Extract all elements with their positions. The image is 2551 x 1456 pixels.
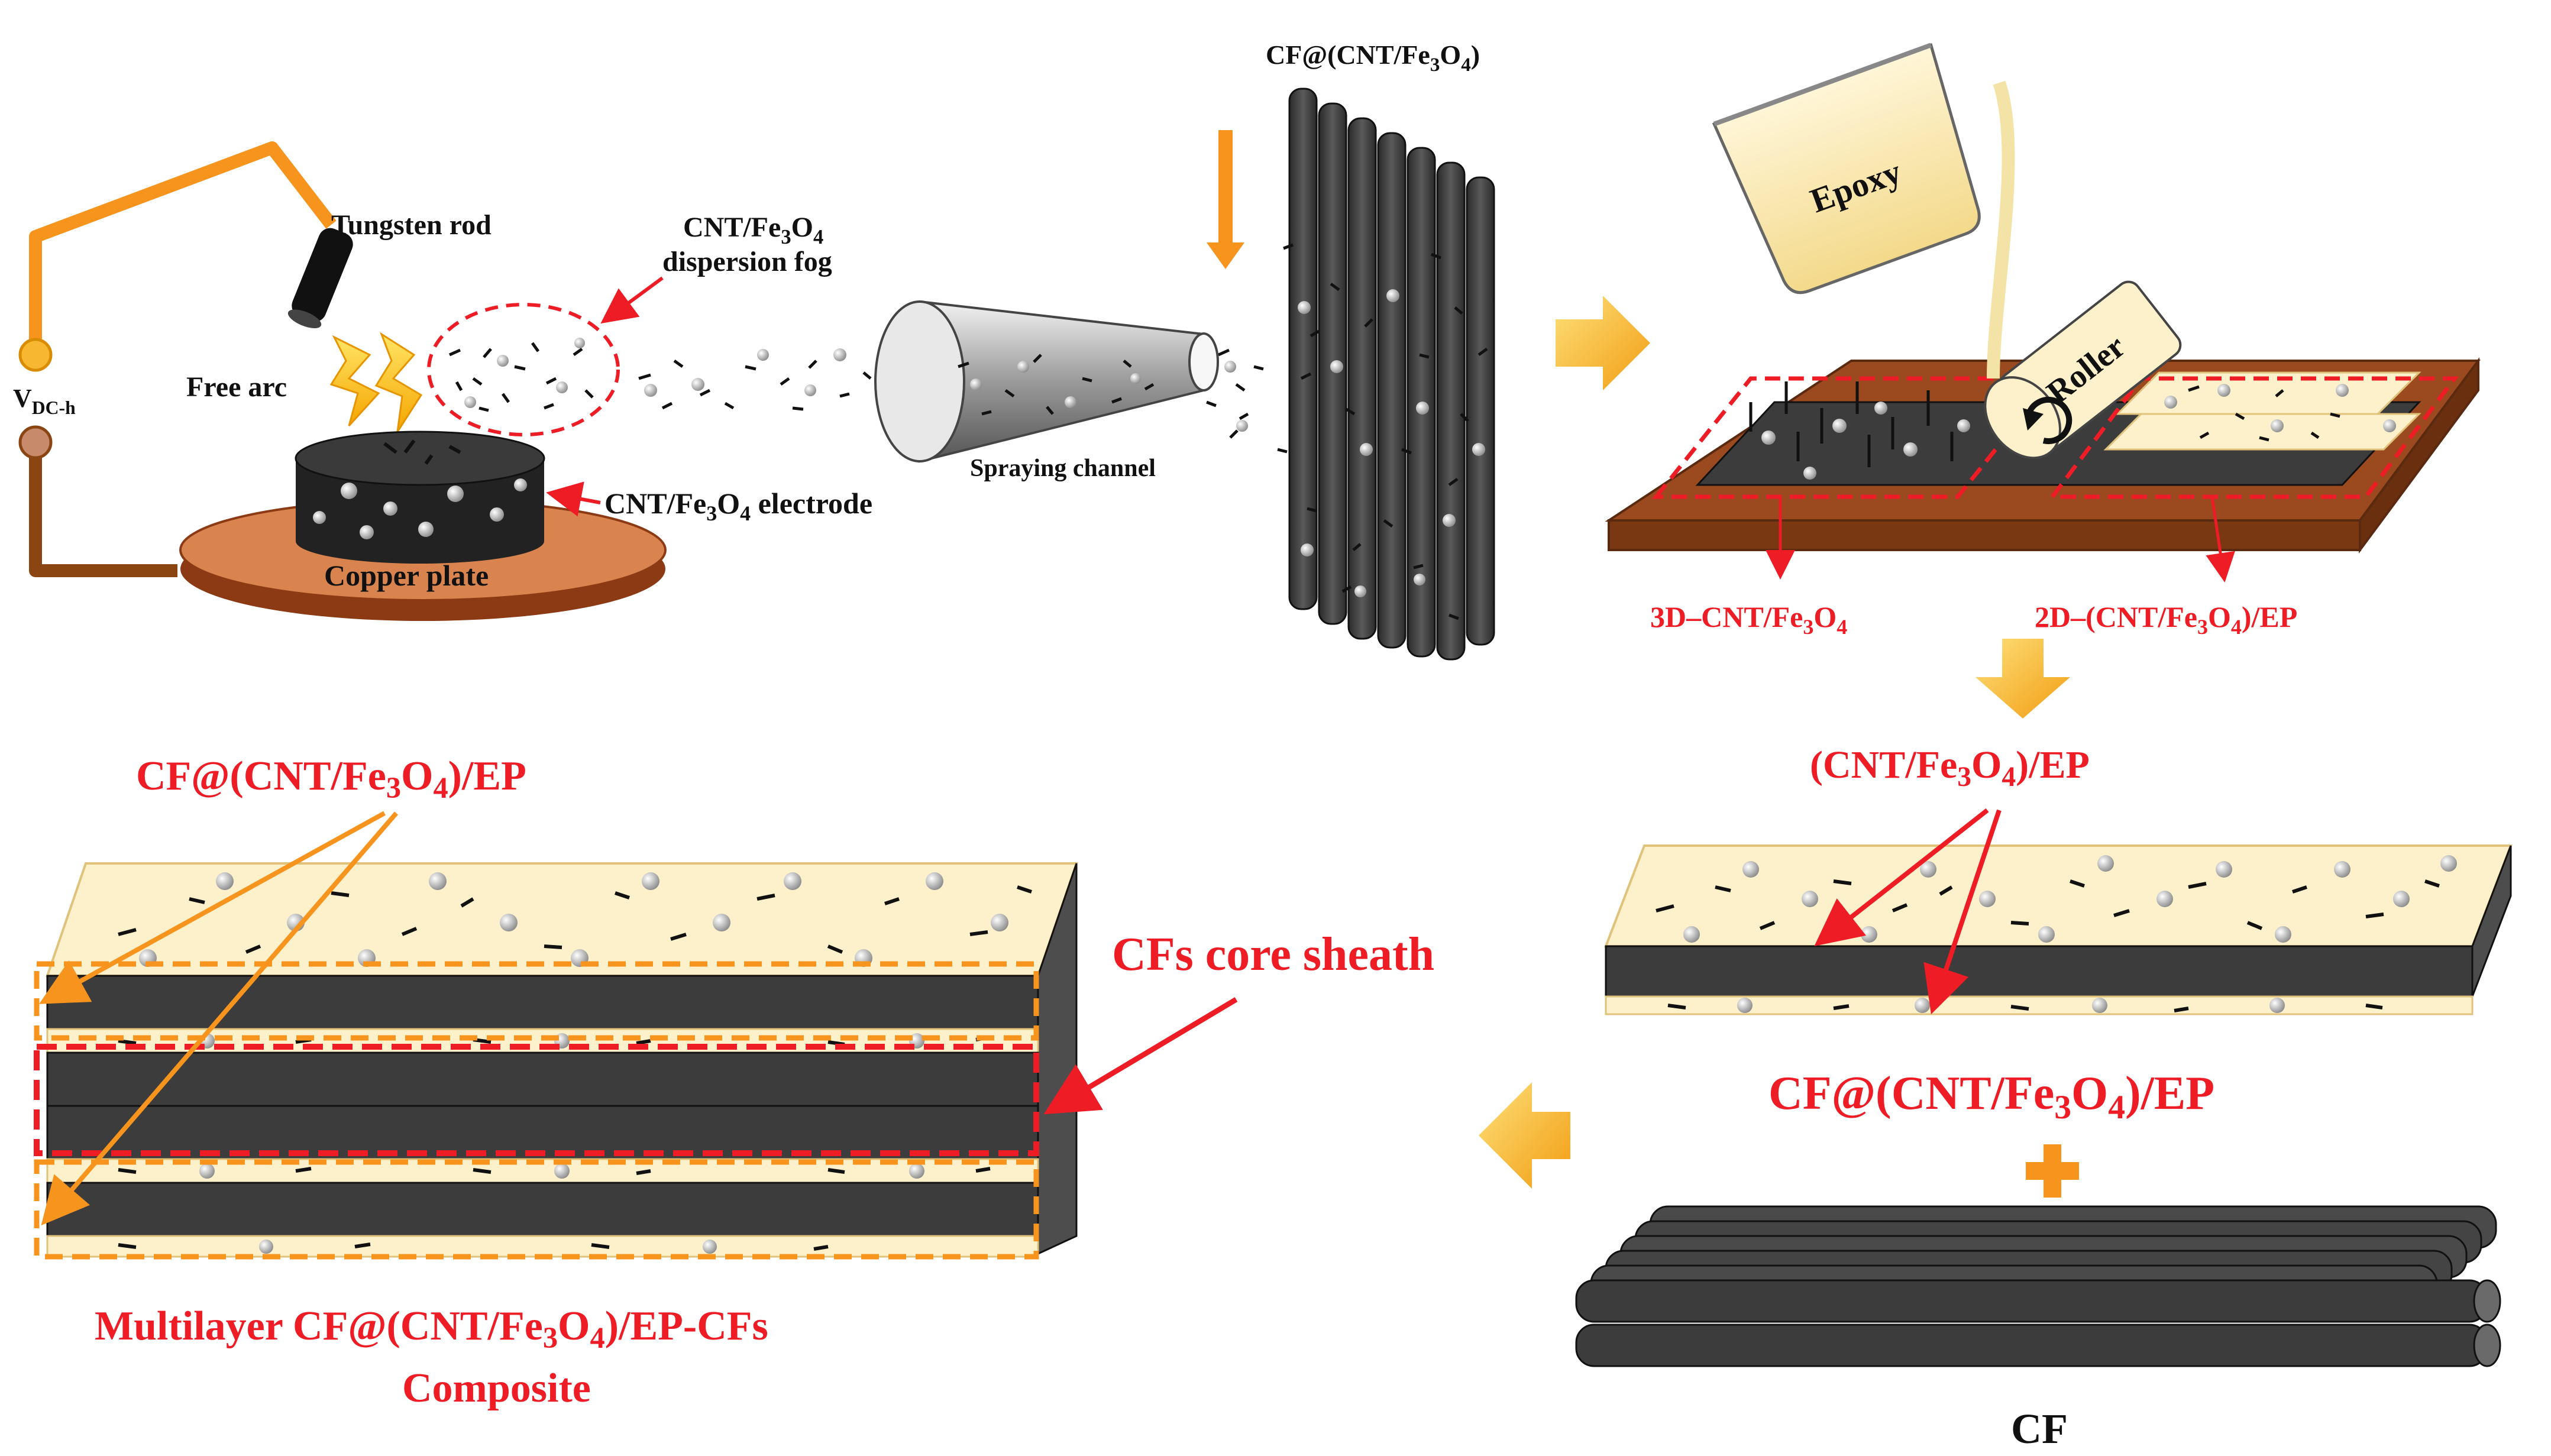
core-sheath-label: CFs core sheath [1112,928,1434,981]
label-3d: 3D–CNT/Fe3O4 [1650,600,1847,639]
composite-nanoparticles [139,872,1008,1254]
epoxy-beaker: Epoxy [1712,43,2015,379]
tungsten-rod [287,228,353,328]
multilayer-composite: CF@(CNT/Fe3O4)/EP [34,753,1434,1411]
vdc-label: VDC-h [13,384,76,418]
plus-icon [2026,1144,2079,1198]
prepreg-box-bottom [34,1159,1039,1260]
zone-2d-box [2048,376,2459,499]
electrode-label: CNT/Fe3O4 electrode [604,487,872,525]
negative-terminal [18,425,53,460]
free-arc-label: Free arc [186,371,287,403]
spraying-channel: Spraying channel [874,300,1219,482]
arc-bolt-right [374,332,423,432]
process-arrow-left [1479,1082,1570,1189]
fog-boundary [427,303,620,436]
fog-nanoparticles [464,338,1248,432]
process-arrow-right [1556,296,1650,390]
fog-particles [448,342,1264,439]
fog-label-line2: dispersion fog [662,246,832,277]
prepreg-stage: (CNT/Fe3O4)/EP CF@(CNT/Fe3O4)/EP [1604,743,2513,1198]
tungsten-rod-label: Tungsten rod [331,209,492,241]
upper-wire [29,141,337,343]
cf-label: CF [2011,1405,2068,1452]
vertical-fibers [1288,88,1495,661]
fiber-coating [1277,243,1488,620]
cf-bundle-vertical: CF@(CNT/Fe3O4) [1207,40,1495,661]
roller-rotation-icon [2026,396,2073,444]
electrode-pointer [546,481,601,517]
copper-plate-label: Copper plate [324,559,489,592]
prepreg-box-top [34,961,1039,1041]
fiber-nanoparticles [1298,289,1485,597]
cf-bundle-label: CF@(CNT/Fe3O4) [1266,40,1480,76]
fog-pointer [600,276,664,324]
feed-arrow [1207,130,1244,269]
cnt-electrode [295,431,545,564]
roller: Roller [1984,280,2182,460]
arc-bolt-left [329,335,380,427]
multilayer-label-line2: Composite [402,1366,591,1411]
cnt-ep-label: (CNT/Fe3O4)/EP [1810,743,2090,792]
multilayer-label-line1: Multilayer CF@(CNT/Fe3O4)/EP-CFs [95,1303,768,1354]
cf-cnt-ep-label: CF@(CNT/Fe3O4)/EP [1768,1067,2214,1126]
positive-terminal [18,338,53,372]
wood-board-front [1608,519,2361,551]
process-arrow-down [1976,639,2070,719]
spraying-channel-label: Spraying channel [970,455,1156,482]
lower-wire [29,438,177,577]
label-2d: 2D–(CNT/Fe3O4)/EP [2035,600,2297,639]
impregnation-stage: Roller Epoxy 3D–CNT/Fe3O4 2D–(CNT/Fe3O4)… [1605,43,2481,639]
core-sheath-box [34,1044,1039,1156]
dispersion-fog: CNT/Fe3O4 dispersion fog [427,212,1264,439]
fog-label-line1: CNT/Fe3O4 [683,212,823,248]
arc-discharge-apparatus: VDC-h Tungsten rod Free arc Copper plate… [13,141,872,621]
left-title: CF@(CNT/Fe3O4)/EP [136,753,526,804]
cf-bundle-horizontal [1575,1205,2501,1367]
fiber-layer-flat [1695,371,2421,486]
